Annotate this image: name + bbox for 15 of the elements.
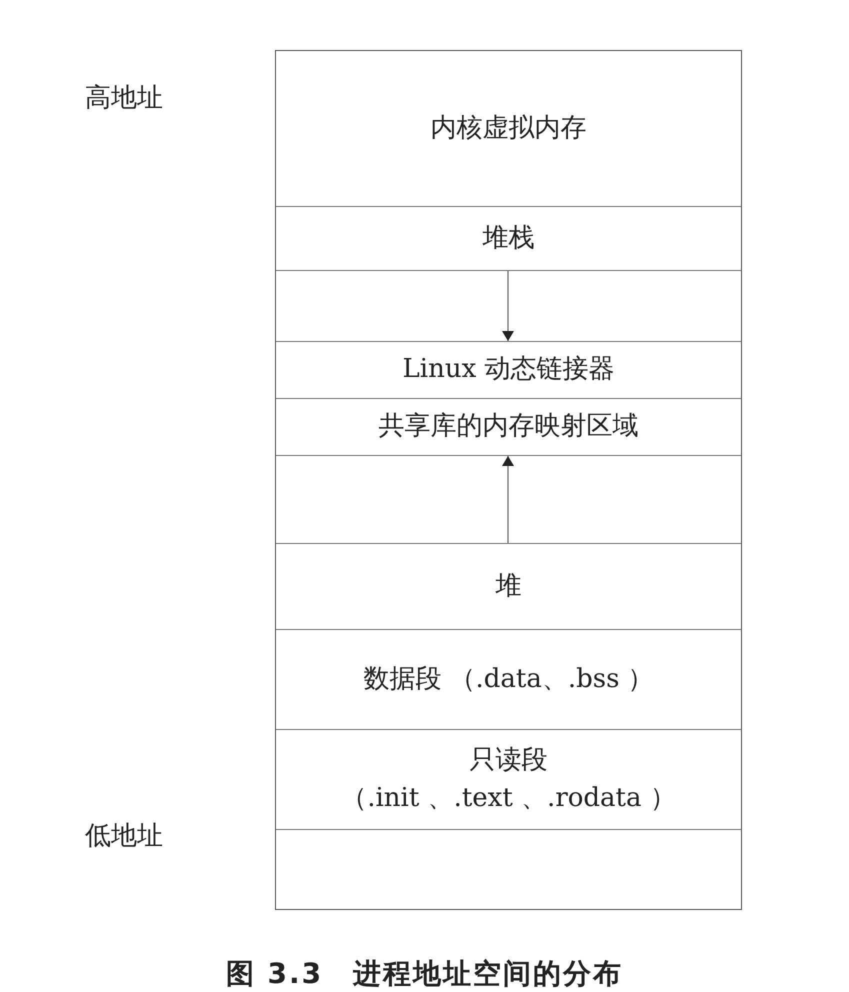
arrow bbox=[502, 271, 514, 341]
figure-caption: 图 3.3 进程地址空间的分布 bbox=[224, 956, 624, 992]
segment-label: 内核虚拟内存 bbox=[430, 112, 586, 145]
address-label: 低地址 bbox=[85, 820, 163, 853]
segment-label: 共享库的内存映射区域 bbox=[378, 410, 638, 444]
segment-label: 堆栈 bbox=[482, 222, 534, 255]
memory-segment bbox=[276, 398, 741, 456]
arrow bbox=[502, 456, 514, 543]
segment-label: 堆 bbox=[496, 570, 522, 603]
memory-segment bbox=[276, 206, 741, 271]
segment-label: Linux 动态链接器 bbox=[402, 353, 614, 386]
segment-label: （.init 、.text 、.rodata ） bbox=[341, 782, 676, 814]
address-label: 高地址 bbox=[85, 82, 163, 115]
segment-label: 只读段 bbox=[470, 744, 548, 777]
segment-label: 数据段 （.data、.bss ） bbox=[363, 662, 654, 696]
